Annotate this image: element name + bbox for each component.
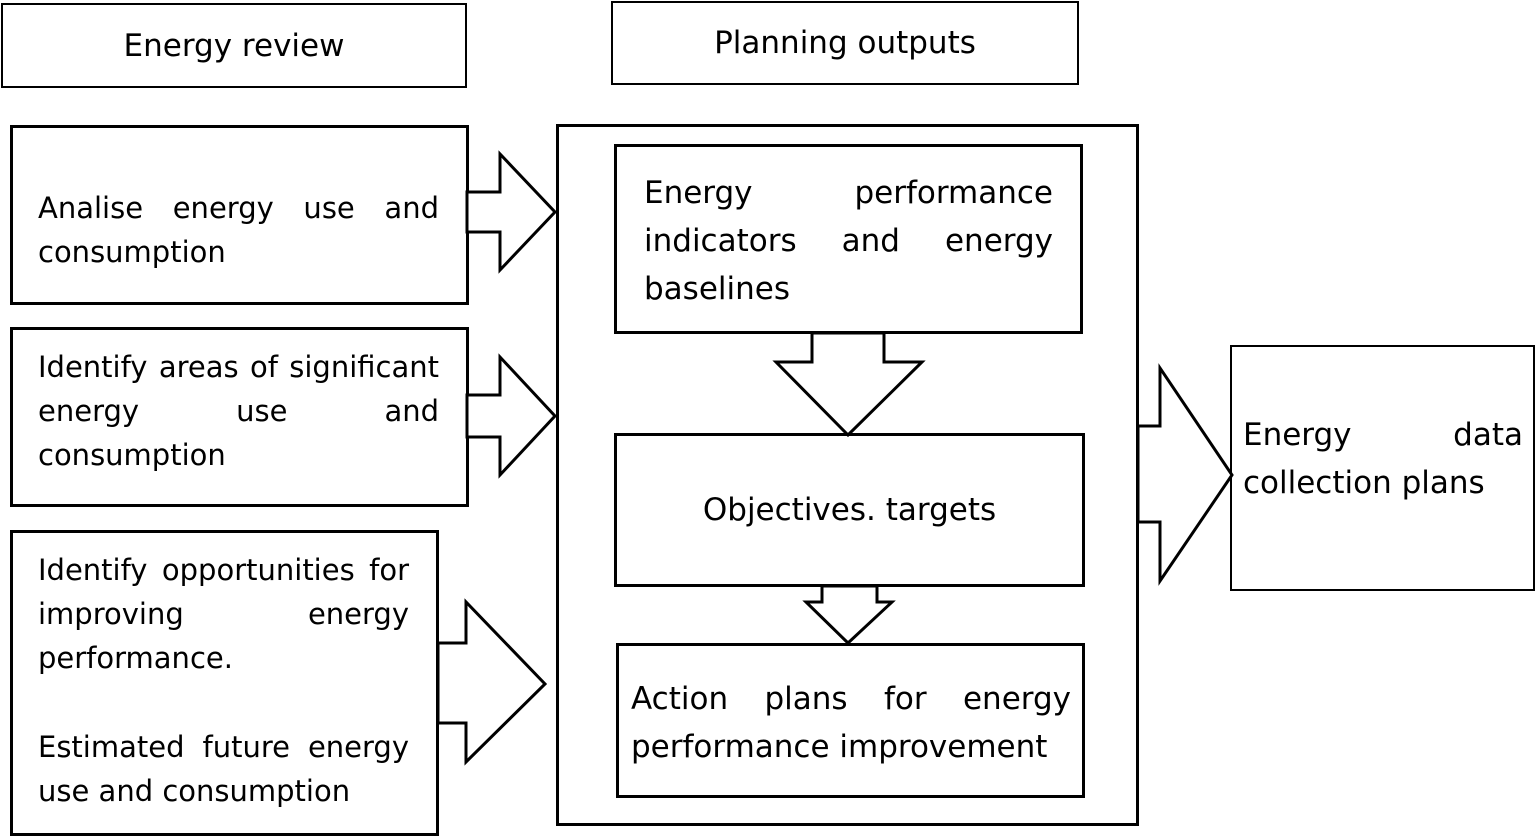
arrow-right-output: [1136, 363, 1234, 586]
data-collection-text: Energy data collection plans: [1243, 417, 1523, 501]
estimated-future-text: Estimated future energy use and consumpt…: [38, 730, 409, 808]
energy-review-header: Energy review: [1, 3, 467, 88]
objectives-text: Objectives. targets: [702, 492, 997, 528]
arrow-right-significant: [465, 353, 558, 479]
analyse-energy-box: [10, 125, 469, 305]
objectives-box: Objectives. targets: [614, 433, 1085, 587]
energy-review-header-label: Energy review: [123, 27, 345, 64]
indicators-text: Energy performance indicators and energy…: [644, 175, 1053, 307]
arrow-right-analyse: [465, 150, 558, 274]
arrow-right-opportunities: [436, 598, 548, 766]
planning-outputs-header: Planning outputs: [611, 1, 1079, 85]
action-plans-text: Action plans for energy performance impr…: [631, 681, 1071, 765]
analyse-energy-text: Analise energy use and consumption: [38, 191, 439, 269]
planning-outputs-header-label: Planning outputs: [714, 25, 976, 61]
significant-use-box: [10, 327, 469, 507]
opportunities-text: Identify opportunities for improving ene…: [38, 553, 409, 675]
opportunities-box: [10, 530, 439, 836]
significant-use-text: Identify areas of significant energy use…: [38, 350, 439, 472]
